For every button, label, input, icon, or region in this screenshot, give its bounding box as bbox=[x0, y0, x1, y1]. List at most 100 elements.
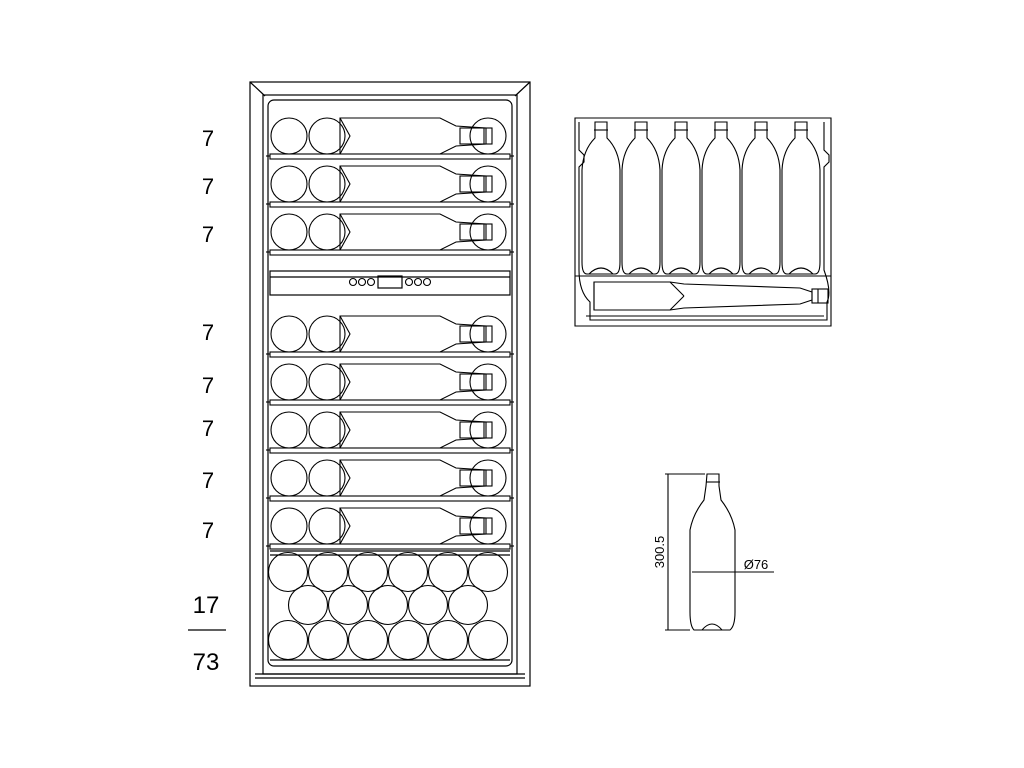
bottle-height-label: 300.5 bbox=[652, 536, 667, 569]
bottle-diameter-label: Ø76 bbox=[744, 557, 769, 572]
lying-bottle bbox=[593, 281, 813, 311]
panel-button bbox=[357, 277, 367, 287]
shelf-6 bbox=[266, 411, 514, 454]
bottle-end bbox=[270, 363, 308, 401]
bottle-neck bbox=[459, 421, 493, 439]
lying-bottle-side bbox=[339, 315, 487, 353]
stacked-bottle-end bbox=[467, 551, 509, 593]
control-panel-buttons bbox=[348, 277, 432, 287]
stacked-bottle-end bbox=[427, 619, 469, 661]
stacked-bottle-end bbox=[367, 584, 409, 626]
shelf-count-3: 7 bbox=[202, 222, 214, 247]
shelf-count-7: 7 bbox=[202, 468, 214, 493]
stacked-bottle-end bbox=[307, 619, 349, 661]
upright-bottle-outline bbox=[581, 121, 621, 275]
lying-bottle-side bbox=[339, 165, 487, 203]
cabinet-glass bbox=[267, 99, 513, 667]
shelf-rail bbox=[269, 153, 511, 160]
stacked-bottle-end bbox=[387, 551, 429, 593]
shelf-rail bbox=[269, 249, 511, 256]
upright-bottle-2 bbox=[621, 121, 661, 275]
upright-bottle-outline bbox=[781, 121, 821, 275]
panel-button bbox=[348, 277, 358, 287]
shelf-8 bbox=[266, 507, 514, 550]
bottle-end bbox=[270, 213, 308, 251]
shelf-rail bbox=[269, 399, 511, 406]
total-count: 73 bbox=[193, 649, 220, 676]
lying-bottle-side bbox=[339, 507, 487, 545]
top-view-outline bbox=[574, 117, 832, 327]
shelf-1 bbox=[266, 117, 514, 160]
stacked-bottle-end bbox=[347, 551, 389, 593]
bottle-punt bbox=[668, 267, 694, 275]
bottle-end bbox=[469, 507, 507, 545]
bottle-punt bbox=[588, 267, 614, 275]
shelf-count-6: 7 bbox=[202, 416, 214, 441]
lying-bottle-side bbox=[339, 411, 487, 449]
shelf-5 bbox=[266, 363, 514, 406]
stacked-bottle-end bbox=[347, 619, 389, 661]
lying-bottle-side bbox=[339, 213, 487, 251]
bottle-end bbox=[270, 165, 308, 203]
lying-bottle-side bbox=[339, 363, 487, 401]
stacked-bottle-end bbox=[387, 619, 429, 661]
lying-bottle-side bbox=[339, 459, 487, 497]
bottle-punt bbox=[339, 459, 351, 497]
stacked-bottle-end bbox=[407, 584, 449, 626]
stacked-bottle-end bbox=[267, 619, 309, 661]
stacked-bottle-end bbox=[427, 551, 469, 593]
upright-bottle-1 bbox=[581, 121, 621, 275]
bottle-end bbox=[270, 411, 308, 449]
upright-bottle-6 bbox=[781, 121, 821, 275]
bottle-neck bbox=[459, 373, 493, 391]
shelf-count-2: 7 bbox=[202, 174, 214, 199]
shelf-rail bbox=[269, 543, 511, 550]
bottle-end bbox=[469, 459, 507, 497]
upright-bottle-outline bbox=[741, 121, 781, 275]
bottom-bottle-stack bbox=[267, 551, 509, 661]
upright-bottle-4 bbox=[701, 121, 741, 275]
bottom-shelf-count: 17 bbox=[193, 592, 220, 619]
upright-bottle-outline bbox=[621, 121, 661, 275]
cabinet-outer-frame bbox=[249, 81, 531, 687]
bottle-punt bbox=[748, 267, 774, 275]
stacked-bottle-end bbox=[287, 584, 329, 626]
shelf-count-1: 7 bbox=[202, 126, 214, 151]
stacked-bottle-end bbox=[447, 584, 489, 626]
shelf-count-5: 7 bbox=[202, 373, 214, 398]
bottle-punt bbox=[788, 267, 814, 275]
bottle-punt bbox=[628, 267, 654, 275]
shelf-rail bbox=[269, 495, 511, 502]
shelf-7 bbox=[266, 459, 514, 502]
panel-button bbox=[404, 277, 414, 287]
panel-button bbox=[366, 277, 376, 287]
control-display bbox=[377, 275, 403, 289]
panel-button bbox=[422, 277, 432, 287]
bottle-end bbox=[469, 213, 507, 251]
shelf-3 bbox=[266, 213, 514, 256]
bottle-end bbox=[270, 507, 308, 545]
shelves bbox=[266, 117, 514, 550]
stacked-bottle-end bbox=[467, 619, 509, 661]
bottle-end bbox=[469, 411, 507, 449]
bottle-dimension-drawing bbox=[665, 473, 774, 631]
cabinet-front-view bbox=[249, 81, 531, 687]
bottle-punt bbox=[339, 213, 351, 251]
bottle-punt bbox=[339, 165, 351, 203]
shelf-rail bbox=[269, 447, 511, 454]
bottle-end bbox=[270, 459, 308, 497]
shelf-capacity-labels: 7 7 7 7 7 7 7 7 17 73 bbox=[188, 126, 226, 676]
bottle-punt bbox=[339, 507, 351, 545]
upright-bottle-5 bbox=[741, 121, 781, 275]
control-panel bbox=[269, 270, 511, 296]
upright-bottle-outline bbox=[661, 121, 701, 275]
shelf-rail bbox=[269, 201, 511, 208]
bottle-neck bbox=[459, 127, 493, 145]
bottle-punt bbox=[339, 411, 351, 449]
upright-bottle-outline bbox=[701, 121, 741, 275]
bottle-neck bbox=[459, 223, 493, 241]
bottle-outline bbox=[689, 473, 736, 631]
bottle-punt bbox=[339, 315, 351, 353]
